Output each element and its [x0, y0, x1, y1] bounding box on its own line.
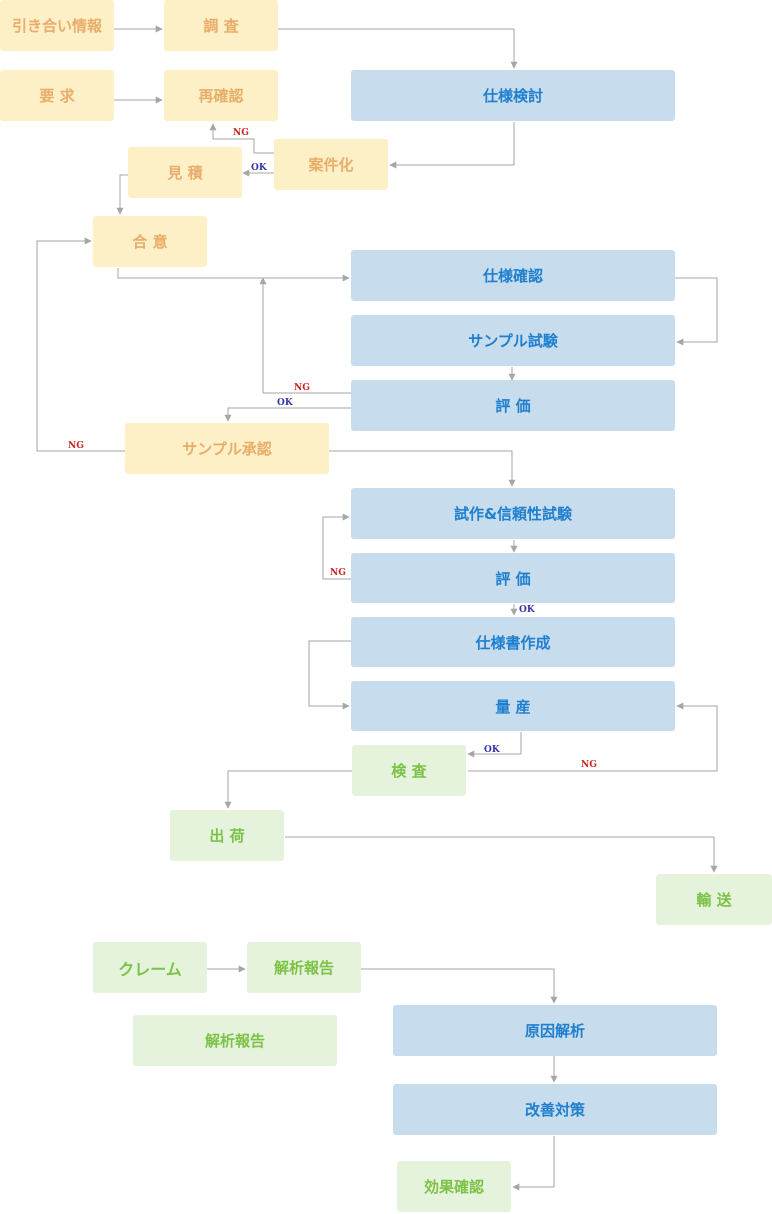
node-agreement: 合 意: [93, 216, 207, 267]
node-analysis-report-2: 解析報告: [133, 1015, 337, 1066]
edge-shipment-to-transport: [285, 836, 718, 873]
label-ng-mass-production: NG: [581, 760, 597, 770]
edge-sample-approval-to-trial: [329, 450, 516, 487]
edge-inspection-to-mass-production-ng: [468, 702, 718, 772]
node-evaluation-1: 評 価: [351, 380, 675, 431]
edge-evaluation-1-to-spec-confirm-ng: [259, 277, 351, 394]
node-spec-confirm: 仕様確認: [351, 250, 675, 301]
edge-analysis-report-to-root-cause: [361, 968, 558, 1004]
node-claim: クレーム: [93, 942, 207, 993]
node-effect-check: 効果確認: [397, 1161, 511, 1212]
node-mass-production: 量 産: [351, 681, 675, 731]
label-ng-trial: NG: [330, 568, 346, 578]
label-ng-spec-confirm: NG: [294, 383, 310, 393]
edge-inspection-to-shipment: [224, 770, 352, 809]
node-sample-test: サンプル試験: [351, 315, 675, 366]
label-ng-agreement: NG: [68, 441, 84, 451]
node-inspection: 検 査: [352, 745, 466, 796]
node-request: 要 求: [0, 70, 114, 121]
edge-estimate-to-agreement: [116, 174, 128, 215]
node-sample-approval: サンプル承認: [125, 423, 329, 474]
node-inquiry: 引き合い情報: [0, 0, 114, 51]
edge-spec-confirm-to-sample-test: [675, 277, 718, 346]
edge-evaluation-2-to-trial-ng: [322, 513, 351, 580]
node-spec-review: 仕様検討: [351, 70, 675, 121]
label-ok-sample-approval: OK: [277, 398, 293, 408]
label-ok-spec-document: OK: [519, 605, 535, 615]
edge-spec-review-to-proposal: [389, 122, 515, 169]
node-trial-reliability: 試作&信頼性試験: [351, 488, 675, 539]
edge-agreement-to-spec-confirm: [117, 268, 350, 282]
edge-spec-document-to-mass-production: [308, 640, 351, 710]
node-spec-document: 仕様書作成: [351, 617, 675, 667]
node-analysis-report-1: 解析報告: [247, 942, 361, 993]
node-countermeasure: 改善対策: [393, 1084, 717, 1135]
label-ok-estimate: OK: [251, 163, 267, 173]
edge-proposal-to-reconfirm-ng: [209, 123, 274, 154]
node-reconfirm: 再確認: [164, 70, 278, 121]
label-ng-reconfirm: NG: [233, 128, 249, 138]
edge-countermeasure-to-effect-check: [512, 1136, 555, 1191]
edge-sample-approval-to-agreement-ng: [36, 237, 125, 452]
label-ok-inspection: OK: [484, 745, 500, 755]
edge-evaluation-1-to-sample-approval-ok: [224, 407, 351, 422]
node-root-cause: 原因解析: [393, 1005, 717, 1056]
node-transport: 輸 送: [656, 874, 772, 925]
edge-investigation-to-spec-review: [278, 28, 518, 69]
node-shipment: 出 荷: [170, 810, 284, 861]
node-proposal: 案件化: [274, 139, 388, 190]
node-evaluation-2: 評 価: [351, 553, 675, 603]
node-investigation: 調 査: [164, 0, 278, 51]
edge-mass-production-to-inspection-ok: [467, 732, 522, 758]
node-estimate: 見 積: [128, 147, 242, 198]
